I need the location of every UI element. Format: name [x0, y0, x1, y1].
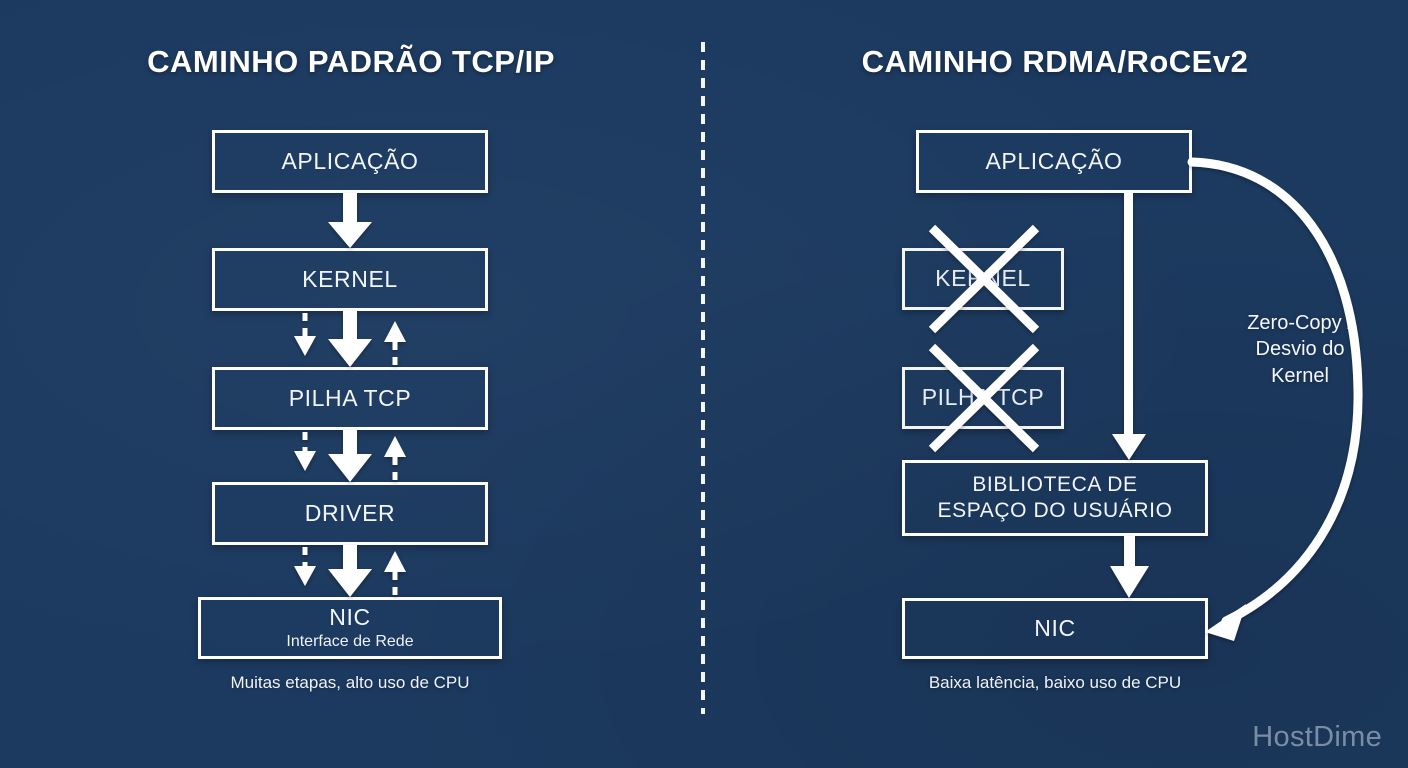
left-panel-title: CAMINHO PADRÃO TCP/IP — [147, 44, 555, 79]
bypass-label: Zero-Copy / Desvio do Kernel — [1215, 310, 1385, 389]
box-label-line2: ESPAÇO DO USUÁRIO — [937, 499, 1173, 522]
bypass-label-line3: Kernel — [1271, 364, 1329, 387]
box-label: DRIVER — [304, 499, 396, 526]
box-label: NIC — [329, 604, 371, 631]
arrow-left-driver-nic-solid — [328, 545, 372, 597]
arrow-bypass-curve — [1187, 157, 1363, 641]
box-right-aplicacao: APLICAÇÃO — [916, 130, 1192, 193]
arrow-right-biblioteca-nic — [1110, 536, 1149, 598]
box-label: NIC — [1034, 614, 1076, 641]
hostdime-logo: HostDime — [1252, 721, 1382, 753]
box-label: APLICAÇÃO — [281, 147, 419, 174]
box-left-driver: DRIVER — [212, 482, 488, 545]
arrow-left-kernel-pilhatcp-dashed-down — [294, 313, 316, 356]
arrow-left-aplicacao-kernel — [328, 193, 372, 248]
box-label: KERNEL — [935, 265, 1031, 292]
bypass-label-line2: Desvio do — [1255, 338, 1345, 361]
box-label: PILHA TCP — [288, 384, 412, 411]
box-label: APLICAÇÃO — [985, 147, 1123, 174]
box-right-biblioteca-espaco-usuario: BIBLIOTECA DE ESPAÇO DO USUÁRIO — [902, 460, 1208, 536]
box-right-pilha-tcp: PILHA TCP — [902, 367, 1064, 429]
box-left-nic: NIC Interface de Rede — [198, 597, 502, 659]
box-sublabel: Interface de Rede — [286, 632, 414, 650]
left-panel-caption: Muitas etapas, alto uso de CPU — [230, 673, 470, 692]
box-label: KERNEL — [302, 265, 398, 292]
box-right-kernel: KERNEL — [902, 248, 1064, 310]
arrow-left-driver-pilhatcp-dashed-up — [384, 436, 406, 480]
bypass-label-line1: Zero-Copy / — [1247, 312, 1353, 334]
box-label: PILHA TCP — [921, 384, 1045, 411]
arrow-left-driver-nic-dashed-down — [294, 547, 316, 586]
arrow-left-nic-driver-dashed-up — [384, 551, 406, 595]
right-panel-caption: Baixa latência, baixo uso de CPU — [928, 673, 1182, 692]
panel-divider — [701, 42, 705, 714]
box-left-aplicacao: APLICAÇÃO — [212, 130, 488, 193]
box-left-kernel: KERNEL — [212, 248, 488, 311]
arrow-left-pilhatcp-kernel-dashed-up — [384, 321, 406, 365]
right-panel-title: CAMINHO RDMA/RoCEv2 — [861, 44, 1249, 79]
box-right-nic: NIC — [902, 598, 1208, 659]
arrow-left-pilhatcp-driver-solid — [328, 430, 372, 482]
box-label: BIBLIOTECA DE — [972, 473, 1138, 497]
arrow-right-aplicacao-biblioteca — [1112, 193, 1146, 460]
arrow-left-pilhatcp-driver-dashed-down — [294, 432, 316, 471]
arrow-left-kernel-pilhatcp-solid — [328, 311, 372, 367]
box-left-pilha-tcp: PILHA TCP — [212, 367, 488, 430]
